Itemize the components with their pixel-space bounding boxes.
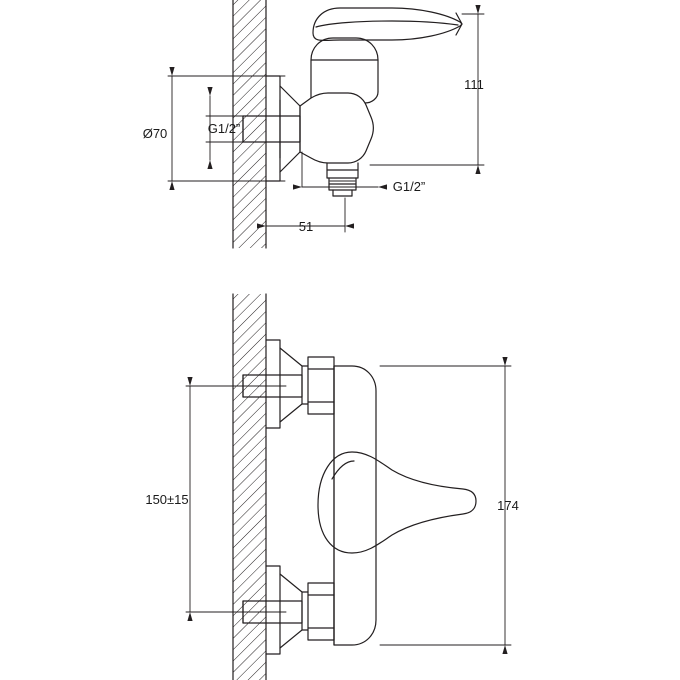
dimension-diameter-70 — [167, 67, 286, 190]
dimension-height-111 — [369, 5, 485, 174]
wall-hatch-top — [232, 0, 267, 249]
dimension-depth-51 — [257, 194, 354, 233]
mixer-body-front — [333, 365, 377, 646]
dimension-thread-outlet — [293, 151, 387, 190]
outlet-nipple-top — [326, 162, 359, 197]
mixer-body-top — [299, 92, 374, 164]
top-view — [167, 0, 485, 249]
front-view — [185, 293, 512, 680]
dimension-label-diameter-70: Ø70 — [143, 126, 168, 141]
lever-handle-top — [312, 7, 463, 42]
cartridge-housing-top — [310, 37, 379, 104]
dimension-label-height-111: 111 — [464, 77, 484, 92]
lever-handle-front — [317, 451, 477, 554]
wall-hatch-front — [232, 293, 267, 680]
dimension-centres-150 — [185, 377, 287, 621]
dimension-thread-inlet — [205, 87, 247, 169]
dimension-label-centres-150: 150±15 — [145, 492, 188, 507]
dimension-height-174 — [379, 357, 512, 654]
dimension-label-thread-outlet: G1/2” — [393, 179, 426, 194]
dimension-label-depth-51: 51 — [299, 219, 313, 234]
dimension-label-height-174: 174 — [497, 498, 519, 513]
dimension-label-thread-inlet: G1/2” — [208, 121, 241, 136]
